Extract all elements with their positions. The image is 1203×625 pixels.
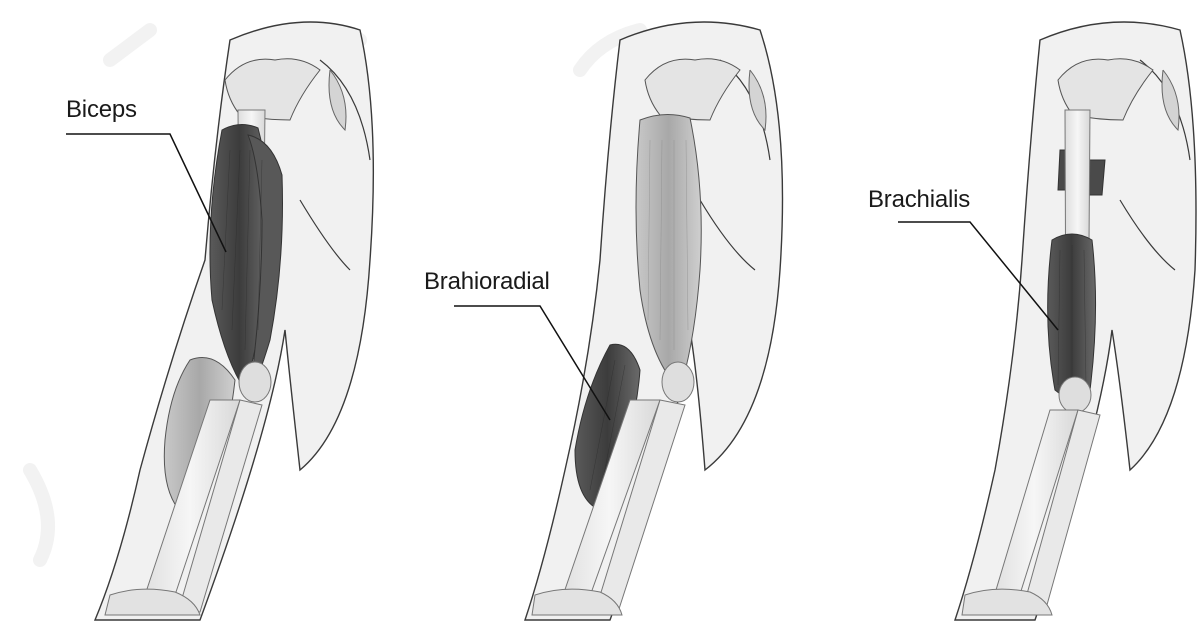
label-brachialis: Brachialis <box>868 186 970 214</box>
leader-line-biceps <box>66 134 226 252</box>
label-brachioradialis: Brahioradial <box>424 268 550 296</box>
arm-figure-brachioradialis <box>525 22 783 620</box>
brachialis-muscle <box>1048 234 1096 398</box>
elbow-joint <box>1059 377 1091 413</box>
label-biceps: Biceps <box>66 96 137 124</box>
elbow-joint <box>239 362 271 402</box>
arm-figure-brachialis <box>955 22 1196 620</box>
elbow-joint <box>662 362 694 402</box>
